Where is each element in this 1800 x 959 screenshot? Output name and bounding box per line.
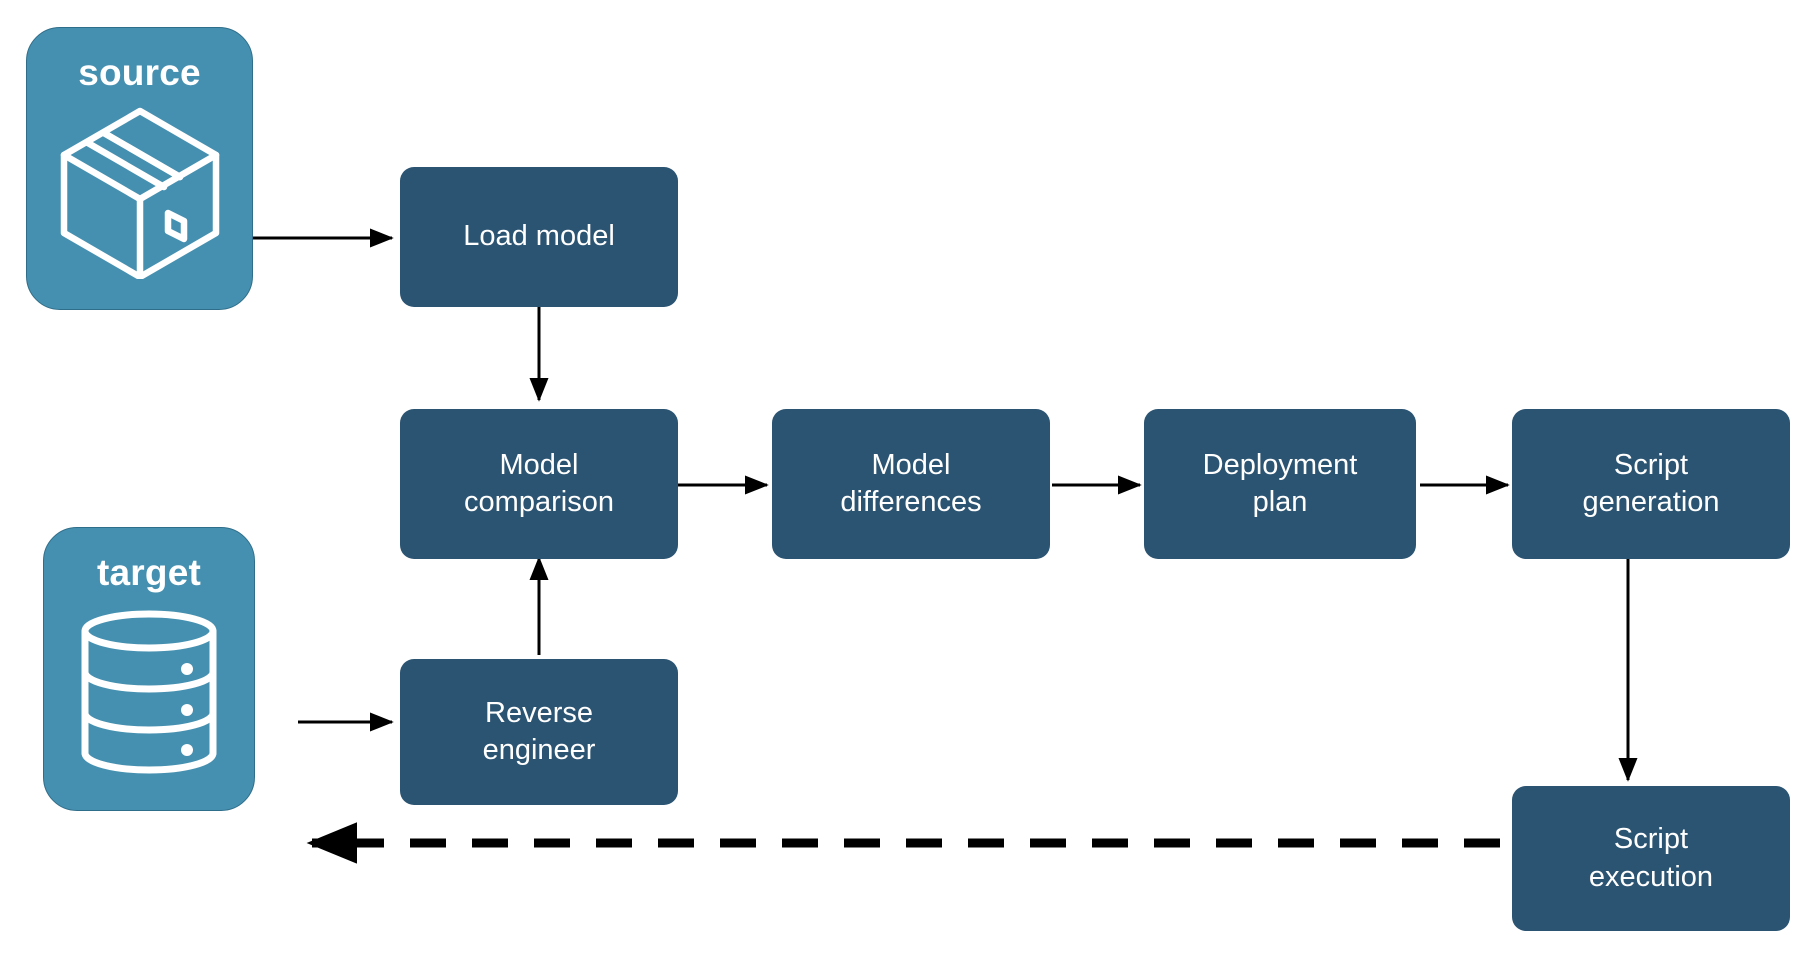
step-script-generation-label: Script generation (1582, 447, 1719, 521)
step-script-generation[interactable]: Script generation (1512, 409, 1790, 559)
step-model-comparison-line1: Model (499, 448, 579, 481)
step-script-generation-line2: generation (1582, 486, 1720, 518)
step-script-execution[interactable]: Script execution (1512, 786, 1790, 931)
database-cylinder-icon (73, 607, 225, 782)
package-box-icon (52, 103, 228, 284)
step-deployment-plan-line2: plan (1252, 486, 1308, 518)
endpoint-source-label: source (78, 52, 201, 93)
step-model-comparison-line2: comparison (464, 486, 614, 518)
step-script-execution-line2: execution (1588, 860, 1714, 893)
step-model-differences-label: Model differences (840, 447, 981, 521)
step-model-differences-line1: Model (871, 448, 951, 481)
step-reverse-engineer-line1: Reverse (485, 696, 593, 729)
step-model-differences[interactable]: Model differences (772, 409, 1050, 559)
endpoint-source[interactable]: source (26, 27, 253, 310)
step-script-generation-line1: Script (1613, 448, 1689, 481)
endpoint-target[interactable]: target (43, 527, 255, 811)
endpoint-target-label: target (97, 552, 201, 593)
step-script-execution-line1: Script (1613, 823, 1689, 856)
step-deployment-plan[interactable]: Deployment plan (1144, 409, 1416, 559)
step-model-comparison-label: Model comparison (464, 447, 614, 521)
step-reverse-engineer-label: Reverse engineer (483, 695, 596, 769)
step-model-comparison[interactable]: Model comparison (400, 409, 678, 559)
step-deployment-plan-line1: Deployment (1202, 448, 1358, 481)
step-load-model[interactable]: Load model (400, 167, 678, 307)
step-model-differences-line2: differences (840, 486, 982, 518)
step-script-execution-label: Script execution (1589, 821, 1713, 895)
step-deployment-plan-label: Deployment plan (1203, 447, 1358, 521)
step-reverse-engineer[interactable]: Reverse engineer (400, 659, 678, 805)
step-reverse-engineer-line2: engineer (482, 734, 596, 766)
step-load-model-label: Load model (463, 218, 615, 255)
step-load-model-line1: Load model (463, 220, 615, 253)
